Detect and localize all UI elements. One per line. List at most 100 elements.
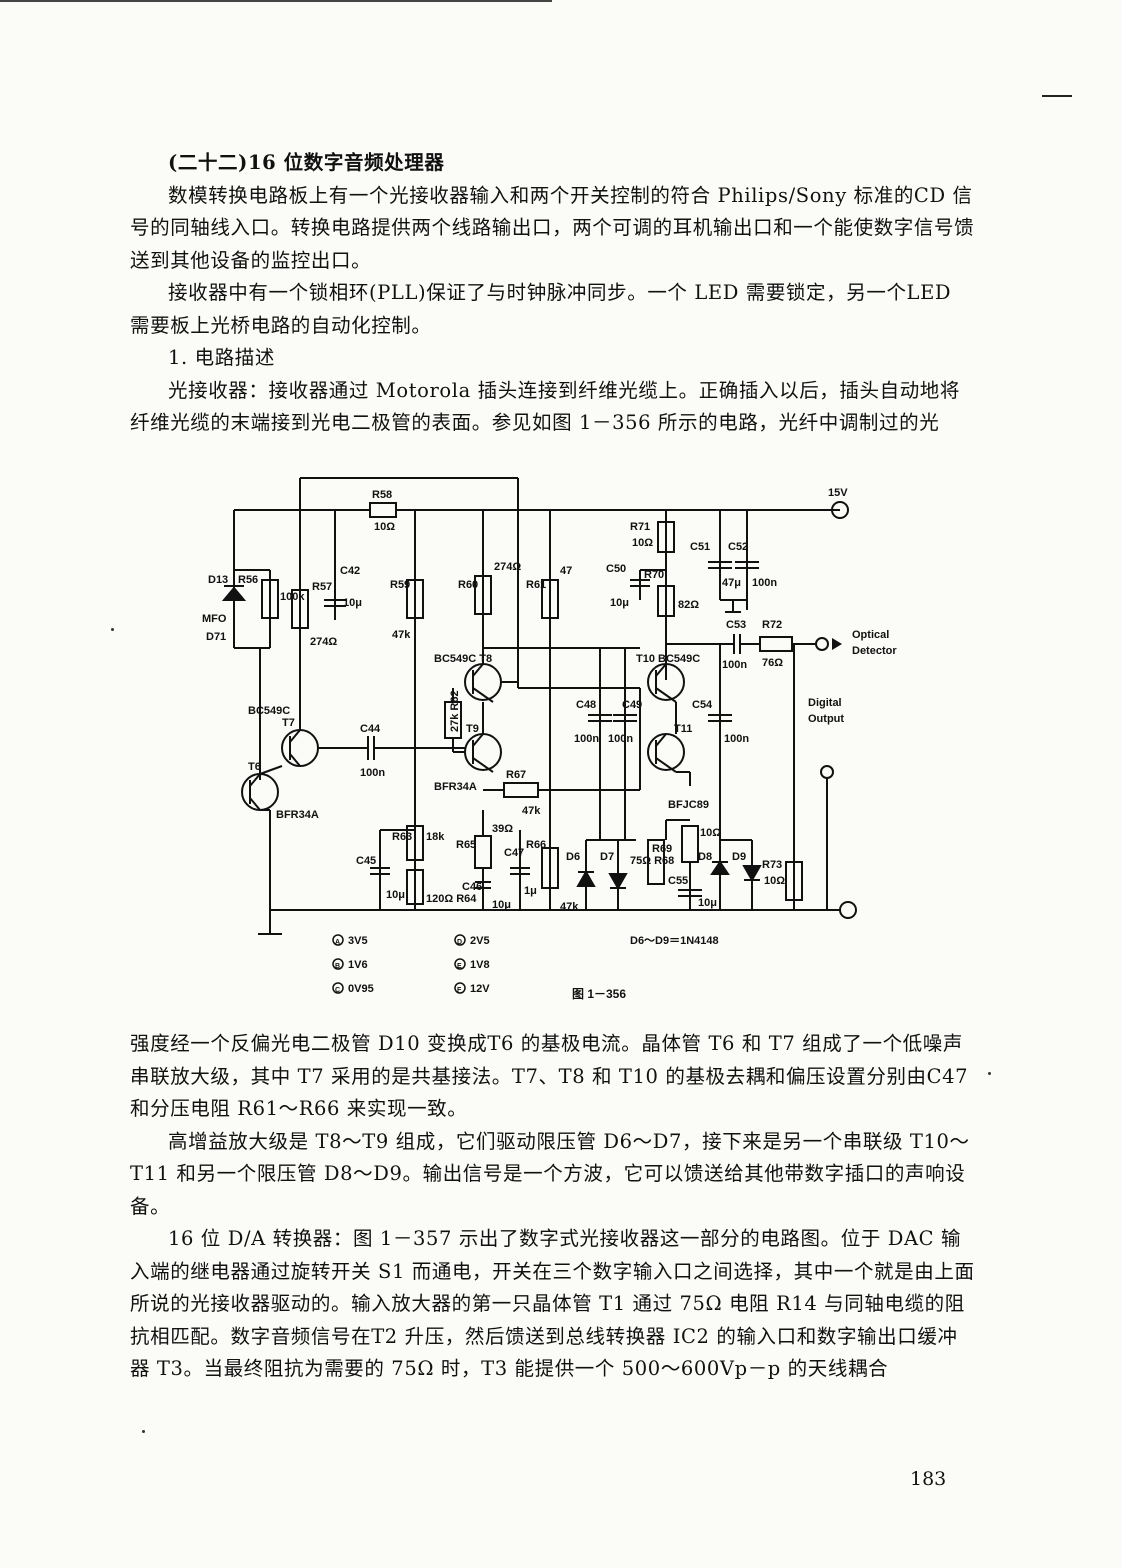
- label-C52-value: 100n: [752, 577, 777, 589]
- label-R64: 120Ω R64: [426, 893, 477, 905]
- label-T9-type: BFR34A: [434, 781, 477, 793]
- label-R68: 75Ω R68: [630, 855, 674, 867]
- diode-note: D6～D9＝1N4148: [630, 935, 719, 947]
- label-C49: C49: [622, 699, 642, 711]
- label-T6: T6: [248, 761, 261, 773]
- circuit-schematic: 15V R58 10Ω D13 R56 100k MFO D71 R57 274…: [202, 477, 897, 1001]
- label-R61-value: 47: [560, 565, 572, 577]
- label-C53-value: 100n: [722, 659, 747, 671]
- label-C53: C53: [726, 619, 746, 631]
- label-R57-value: 274Ω: [310, 636, 337, 648]
- label-D6: D6: [566, 851, 580, 863]
- paragraph: 强度经一个反偏光电二极管 D10 变换成T6 的基极电流。晶体管 T6 和 T7…: [130, 1032, 969, 1120]
- label-C52: C52: [728, 541, 748, 553]
- label-R72: R72: [762, 619, 782, 631]
- optical-arrow-icon: [832, 638, 842, 650]
- voltage-legend-item: E 1V8: [454, 958, 490, 971]
- label-R62: 27k R62: [449, 690, 461, 732]
- legend-mark: B: [335, 963, 340, 970]
- paragraph: 16 位 D/A 转换器：图 1－357 示出了数字式光接收器这一部分的电路图。…: [130, 1227, 975, 1380]
- label-optical-2: Detector: [852, 645, 897, 657]
- label-T9: T9: [466, 723, 479, 735]
- label-R56: R56: [238, 574, 258, 586]
- label-R58: R58: [372, 489, 392, 501]
- scan-speck: [988, 1072, 991, 1075]
- label-R71-value: 10Ω: [632, 537, 653, 549]
- label-C54: C54: [692, 699, 713, 711]
- label-R65: R65: [456, 839, 476, 851]
- label-C50: C50: [606, 563, 626, 575]
- voltage-legend-item: F 12V: [454, 982, 490, 995]
- label-C45: C45: [356, 855, 376, 867]
- label-C48: C48: [576, 699, 596, 711]
- legend-mark: E: [457, 963, 462, 970]
- label-D7: D7: [600, 851, 614, 863]
- label-T10: T10 BC549C: [636, 653, 700, 665]
- page-top-edge-line: [0, 0, 552, 2]
- legend-mark: C: [335, 987, 340, 994]
- supply-label: 15V: [828, 487, 848, 499]
- label-R65-value: 39Ω: [492, 823, 513, 835]
- paragraph: 数模转换电路板上有一个光接收器输入和两个开关控制的符合 Philips/Sony…: [130, 183, 975, 272]
- legend-value: 1V6: [348, 959, 368, 971]
- label-C51-value: 47μ: [722, 577, 741, 589]
- label-C54-value: 100n: [724, 733, 749, 745]
- text-block-top: (二十二)16 位数字音频处理器 数模转换电路板上有一个光接收器输入和两个开关控…: [130, 147, 975, 440]
- label-R67-value: 47k: [522, 805, 541, 817]
- label-R66: R66: [526, 839, 546, 851]
- label-T7: T7: [282, 717, 295, 729]
- section-heading: (二十二)16 位数字音频处理器: [168, 151, 445, 174]
- label-R56-value: 100k: [280, 591, 305, 603]
- label-T11: T11: [674, 723, 692, 735]
- label-R58-value: 10Ω: [374, 521, 395, 533]
- voltage-legend-item: C 0V95: [332, 982, 374, 995]
- label-R69: R69: [652, 843, 672, 855]
- label-R69-value: 10Ω: [700, 827, 721, 839]
- voltage-legend-item: D 2V5: [454, 934, 490, 947]
- paragraph: 高增益放大级是 T8～T9 组成，它们驱动限压管 D6～D7，接下来是另一个串联…: [130, 1129, 970, 1218]
- label-D13: D13: [208, 574, 228, 586]
- page-number: 183: [910, 1468, 947, 1490]
- subsection-title: 1. 电路描述: [168, 346, 276, 369]
- label-C47: C47: [504, 847, 524, 859]
- label-digital-output-2: Output: [808, 713, 844, 725]
- voltage-legend-item: A 3V5: [332, 934, 368, 947]
- label-C46: C46: [462, 881, 482, 893]
- label-C49-value: 100n: [608, 733, 633, 745]
- label-D71: D71: [206, 631, 226, 643]
- label-R71: R71: [630, 521, 650, 533]
- label-C44: C44: [360, 723, 381, 735]
- legend-mark: F: [457, 987, 462, 994]
- paragraph: 光接收器：接收器通过 Motorola 插头连接到纤维光缆上。正确插入以后，插头…: [130, 378, 961, 435]
- label-R70: R70: [644, 569, 664, 581]
- label-R60-value: 274Ω: [494, 561, 521, 573]
- label-C46-value: 10μ: [492, 899, 511, 911]
- label-T7-type: BC549C: [248, 705, 290, 717]
- label-T11-type: BFJC89: [668, 799, 709, 811]
- label-R66-value: 47k: [560, 901, 579, 913]
- label-R73-value: 10Ω: [764, 875, 785, 887]
- label-C48-value: 100n: [574, 733, 599, 745]
- label-C51: C51: [690, 541, 710, 553]
- voltage-legend-item: B 1V6: [332, 958, 368, 971]
- label-R60: R60: [458, 579, 478, 591]
- label-R63-value: 18k: [426, 831, 445, 843]
- label-C55-value: 10μ: [698, 897, 717, 909]
- label-digital-output-1: Digital: [808, 697, 842, 709]
- label-C45-value: 10μ: [386, 889, 405, 901]
- label-R70-value: 82Ω: [678, 599, 699, 611]
- legend-value: 0V95: [348, 983, 374, 995]
- label-C44-value: 100n: [360, 767, 385, 779]
- label-R59: R59: [390, 579, 410, 591]
- legend-value: 12V: [470, 983, 490, 995]
- label-MFO: MFO: [202, 613, 227, 625]
- label-C55: C55: [668, 875, 688, 887]
- legend-mark: D: [457, 939, 462, 946]
- label-T6-type: BFR34A: [276, 809, 319, 821]
- label-R73: R73: [762, 859, 782, 871]
- scan-speck: [111, 628, 114, 631]
- label-T8: BC549C T8: [434, 653, 492, 665]
- scan-speck: [142, 1430, 145, 1433]
- paragraph: 接收器中有一个锁相环(PLL)保证了与时钟脉冲同步。一个 LED 需要锁定，另一…: [130, 281, 952, 337]
- legend-mark: A: [335, 939, 340, 946]
